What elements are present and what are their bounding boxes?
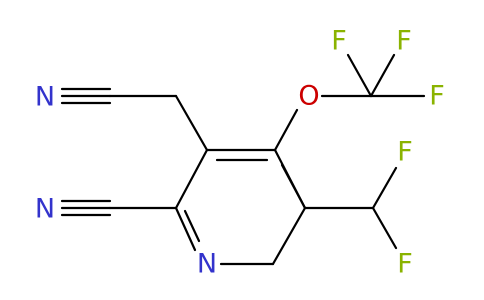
atom-n-ring: N — [197, 249, 217, 280]
bond-chf2-f-top — [371, 166, 398, 210]
pyridine-ring — [174, 148, 307, 266]
atom-o-ether: O — [298, 81, 319, 112]
atom-f-chf2-bottom: F — [397, 249, 413, 280]
cyanomethyl-group-c3 — [60, 87, 209, 152]
bond-n1-c2-outer — [174, 206, 197, 252]
bond-c4-c5-inner — [280, 163, 307, 210]
atom-f-chf2-top: F — [397, 137, 413, 168]
bond-cf3-f-middle — [369, 53, 396, 98]
nitrile-group-c2 — [60, 199, 178, 217]
bond-cf3-f-left — [346, 53, 373, 98]
bond-c2-c3 — [174, 148, 209, 210]
atom-f-cf3-middle: F — [396, 26, 412, 57]
bond-chf2-f-bottom — [371, 206, 398, 250]
difluoromethyl-group-c5 — [303, 166, 398, 250]
bond-c5-c6 — [271, 206, 307, 266]
bond-c4-o — [273, 108, 299, 152]
atom-f-cf3-right: F — [429, 81, 445, 112]
atom-f-cf3-left: F — [331, 26, 347, 57]
bond-c3-ch2 — [174, 94, 209, 152]
bond-n1-c2-inner — [183, 209, 201, 243]
atom-n-top-nitrile: N — [35, 82, 55, 113]
atom-n-left-nitrile: N — [35, 194, 55, 225]
trifluoromethoxy-group-c4 — [273, 53, 426, 152]
